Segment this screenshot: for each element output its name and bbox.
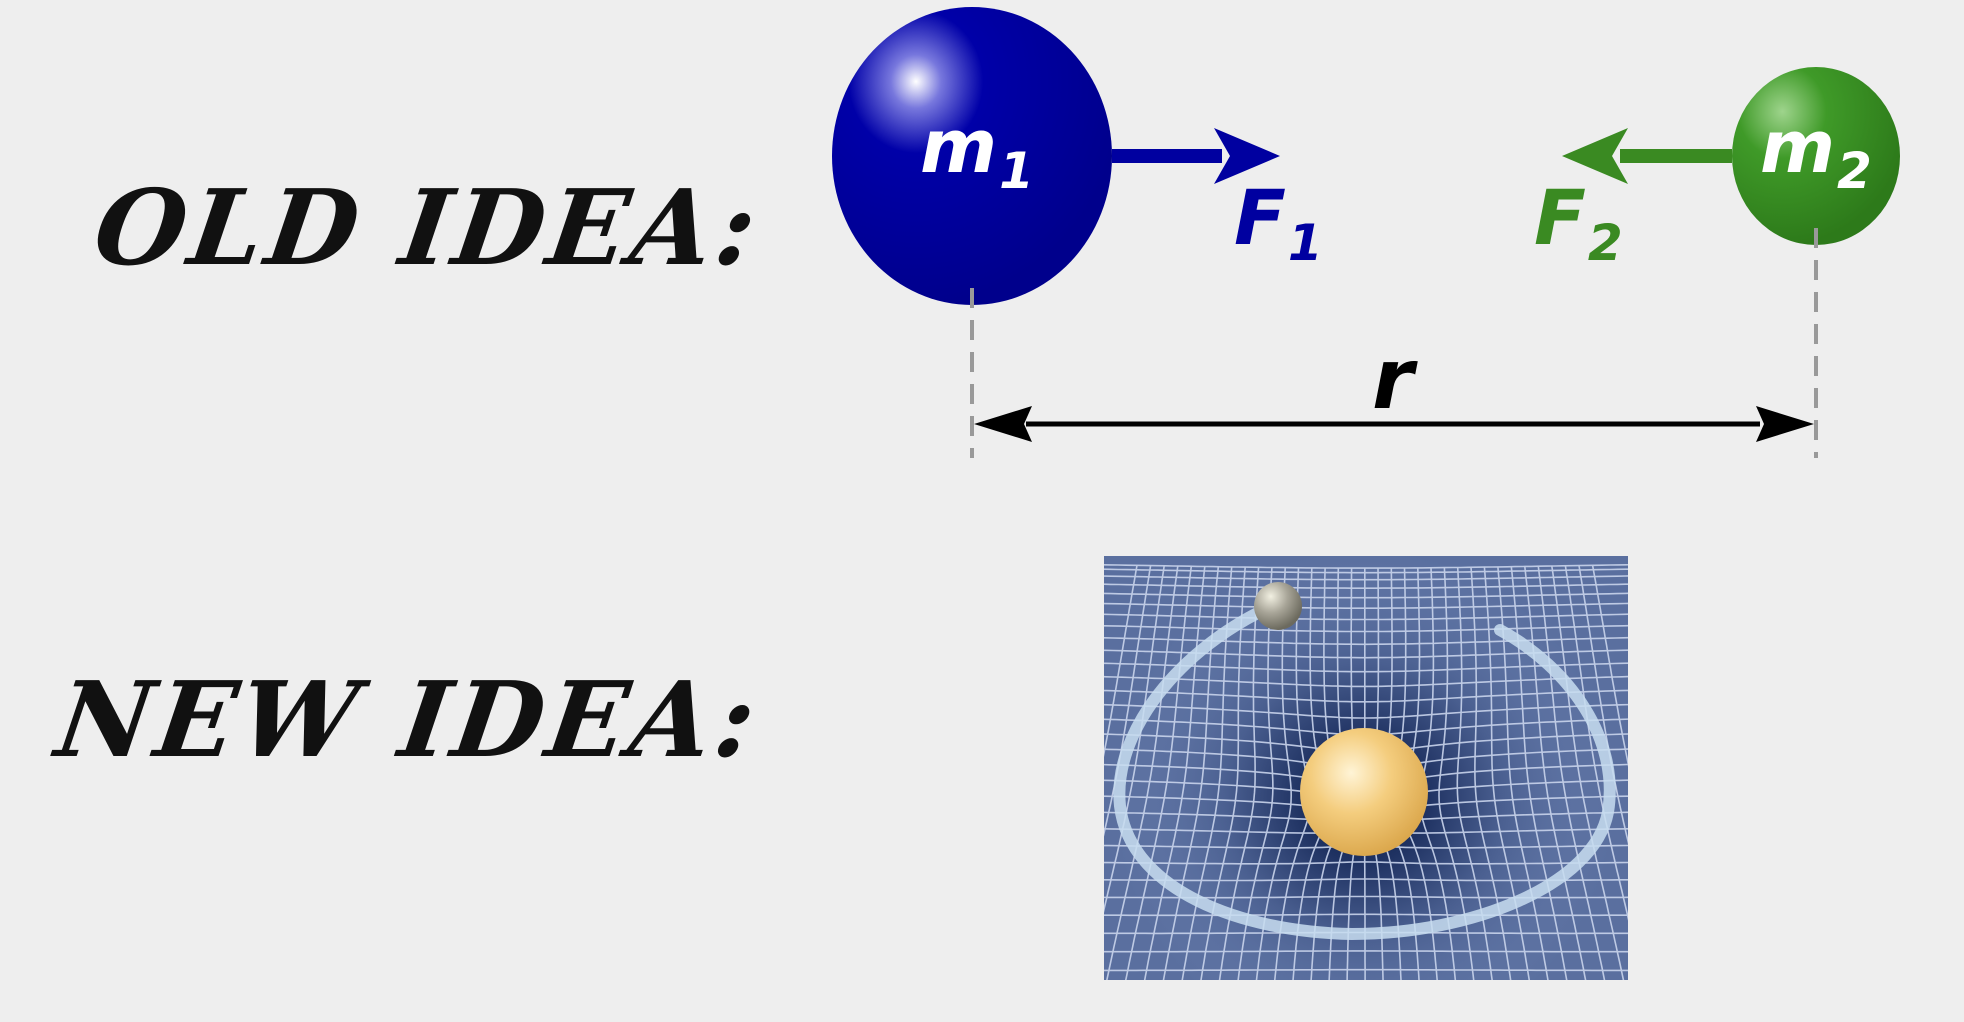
force-2-arrow (1562, 128, 1732, 184)
grid-column-line (1483, 567, 1531, 980)
grid-row-line (1104, 913, 1628, 917)
grid-column-line (1470, 567, 1512, 980)
grid-column-line (1200, 567, 1246, 980)
mass-2-subscript: 2 (1837, 142, 1872, 200)
grid-column-line (1551, 565, 1625, 980)
mass-1-sphere (832, 7, 1112, 305)
grid-row-line (1104, 968, 1628, 972)
mass-2-label: m2 (1760, 105, 1872, 200)
grid-row-line (1104, 878, 1628, 882)
grid-column-line (1104, 565, 1138, 758)
mass-1-subscript: 1 (999, 142, 1034, 200)
mass-1-label: m1 (920, 104, 1034, 200)
distance-arrow (974, 406, 1814, 442)
planet-sphere (1254, 582, 1302, 630)
force-1-subscript: 1 (1288, 214, 1323, 272)
grid-column-line (1143, 566, 1206, 980)
grid-row-line (1104, 950, 1628, 953)
grid-column-line (1591, 565, 1628, 767)
distance-label: r (1372, 330, 1418, 428)
spacetime-grid-lines (1087, 563, 1640, 990)
grid-column-line (1181, 566, 1233, 980)
grid-column-line (1124, 566, 1193, 980)
grid-column-line (1104, 565, 1165, 913)
force-2-label: F2 (1534, 173, 1623, 272)
mass-2-sphere (1732, 67, 1900, 245)
force-1-label: F1 (1234, 173, 1323, 272)
grid-column-line (1564, 565, 1628, 921)
grid-column-line (1524, 566, 1587, 980)
grid-column-line (1106, 565, 1179, 980)
force-2-subscript: 2 (1588, 214, 1623, 272)
star-sphere (1300, 728, 1428, 856)
grid-column-line (1537, 566, 1606, 980)
grid-row-line (1087, 989, 1640, 990)
grid-column-line (1497, 566, 1549, 980)
force-1-arrow (1112, 128, 1280, 184)
orbit-path (1113, 600, 1616, 941)
